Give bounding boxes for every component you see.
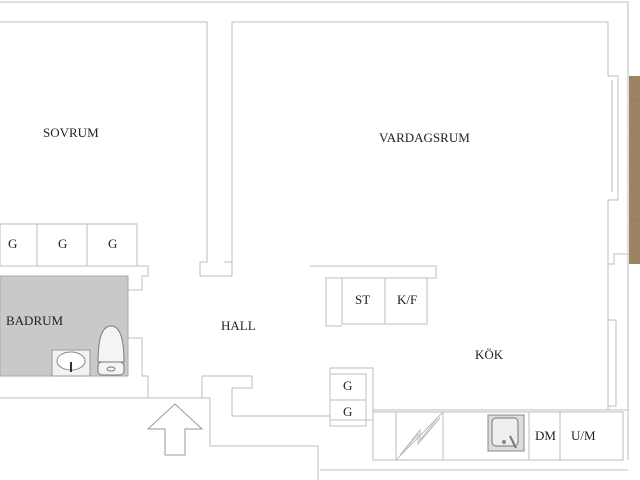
room-label-vardagsrum: VARDAGSRUM: [379, 130, 470, 145]
wardrobe-label: G: [58, 236, 68, 251]
wardrobe-label: G: [343, 404, 353, 419]
kitchen-sink-icon: [487, 414, 525, 452]
room-label-badrum: BADRUM: [6, 313, 64, 328]
room-label-kok: KÖK: [475, 347, 504, 362]
wardrobe-label: G: [108, 236, 118, 251]
fridge-freezer-label: K/F: [397, 292, 418, 307]
room-label-sovrum: SOVRUM: [43, 125, 99, 140]
entrance-arrow-icon: [146, 403, 204, 456]
toilet-icon: [97, 325, 125, 376]
wardrobe-label: G: [343, 378, 353, 393]
wardrobe-label: G: [8, 236, 18, 251]
dishwasher-label: DM: [535, 428, 556, 443]
microwave-oven-label: U/M: [571, 428, 596, 443]
washbasin-icon: [51, 349, 91, 377]
stove-label: ST: [355, 292, 371, 307]
room-label-hall: HALL: [221, 318, 256, 333]
